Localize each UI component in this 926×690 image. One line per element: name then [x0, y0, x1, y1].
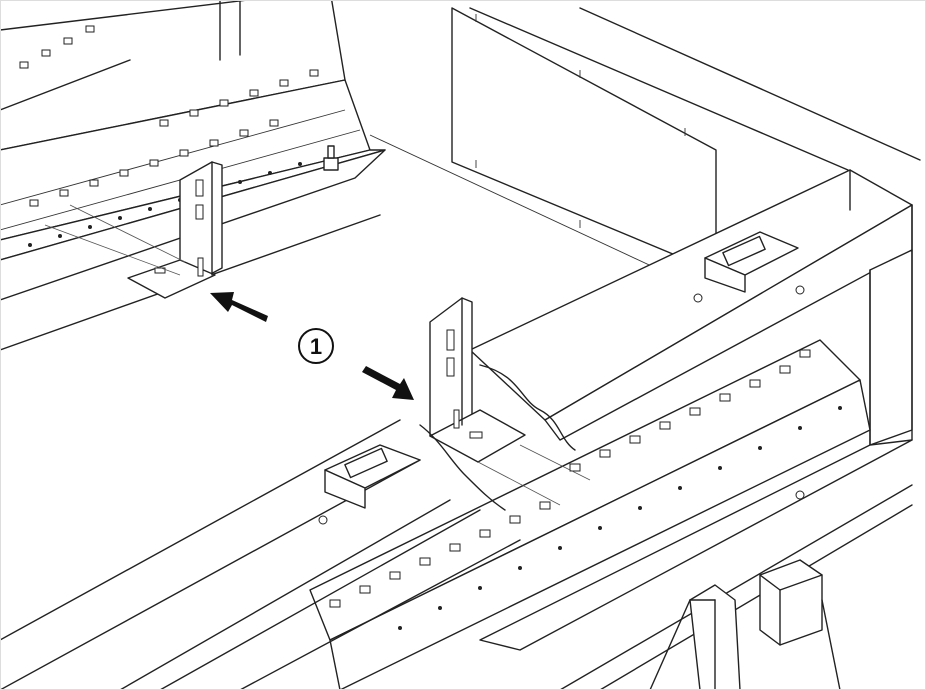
front-rail-slots	[329, 349, 811, 608]
callout-label: 1	[310, 334, 322, 359]
torn-edge	[479, 364, 576, 451]
support-block	[649, 559, 841, 690]
bolt-icon	[323, 145, 339, 171]
rear-panel	[451, 7, 921, 273]
left-rail-slots	[19, 25, 319, 207]
front-rail-holes	[398, 406, 842, 630]
latch-clip-icon	[324, 444, 421, 509]
callout-badge: 1	[298, 328, 334, 364]
latch-clip-icon	[704, 231, 799, 293]
front-rail	[0, 339, 871, 690]
mounting-bracket-icon	[44, 161, 223, 299]
mounting-bracket-icon	[429, 297, 591, 506]
torn-edge	[419, 424, 506, 511]
right-frame	[469, 169, 913, 690]
push-arrow-icon	[362, 366, 414, 400]
push-arrow-icon	[210, 292, 268, 322]
